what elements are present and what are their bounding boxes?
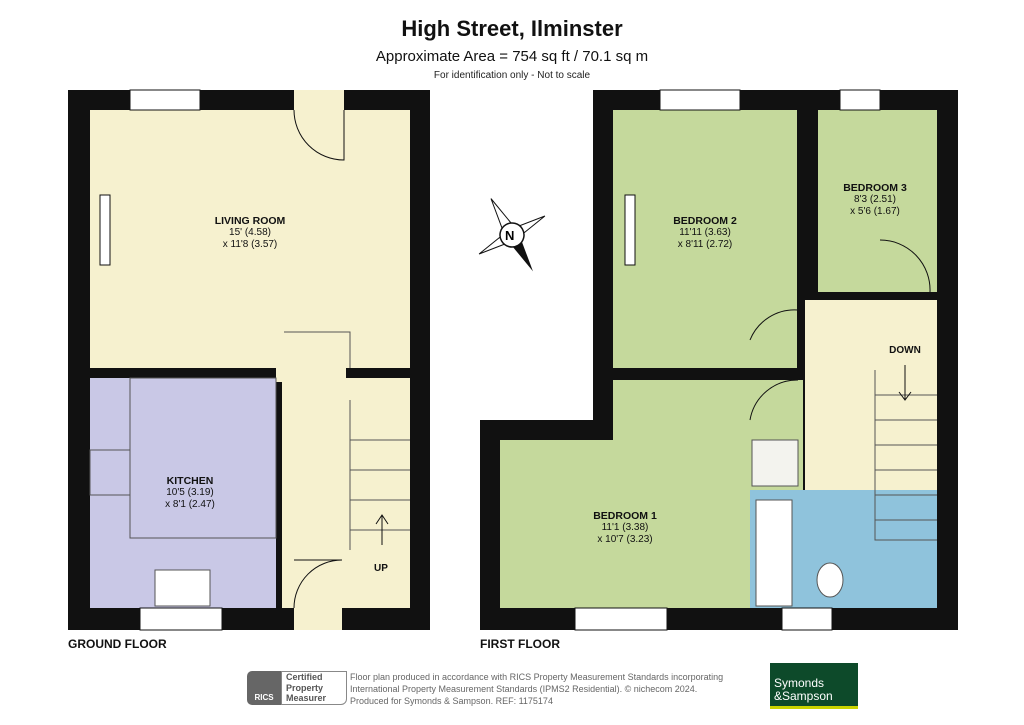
compass-north-label: N (505, 228, 515, 243)
arrow-down-icon (898, 365, 912, 401)
ground-floor-stairs (284, 331, 410, 550)
bath (755, 499, 793, 607)
window (781, 607, 833, 631)
arrow-up-icon (375, 514, 389, 545)
fireplace (99, 194, 111, 266)
bedroom-1-area (500, 440, 740, 608)
ground-floor-label: GROUND FLOOR (68, 637, 167, 651)
page-title: High Street, Ilminster (401, 16, 623, 41)
toilet (816, 562, 844, 598)
door (749, 379, 799, 421)
approximate-area: Approximate Area = 754 sq ft / 70.1 sq m (375, 48, 649, 65)
first-floor-label: FIRST FLOOR (480, 637, 560, 651)
hallway-area (282, 378, 410, 608)
window (574, 607, 668, 631)
ground-floor-plan (68, 89, 430, 631)
front-door (293, 559, 343, 609)
window (839, 89, 881, 111)
hob (89, 449, 131, 496)
footer-disclaimer: Floor plan produced in accordance with R… (350, 672, 724, 706)
symonds-sampson-logo: Symonds&Sampson (770, 663, 858, 709)
kitchen-counter (129, 377, 277, 539)
window (659, 89, 741, 111)
bedroom-3-area (818, 110, 937, 292)
window (139, 607, 223, 631)
chimney-breast (624, 194, 636, 266)
living-room-area (90, 110, 410, 368)
rics-logo: RICS (247, 671, 281, 705)
first-floor-plan (480, 89, 958, 631)
door (879, 239, 931, 293)
scale-note: For identification only - Not to scale (433, 70, 591, 81)
window (129, 89, 201, 111)
bedroom-2-area (613, 110, 797, 368)
door (293, 109, 345, 161)
stairs-up-label: UP (374, 563, 388, 574)
compass-icon (478, 198, 546, 272)
stairs-down-label: DOWN (889, 345, 921, 356)
sink (154, 569, 211, 607)
cupboard (751, 439, 799, 487)
door (749, 309, 799, 368)
first-floor-stairs (874, 370, 937, 541)
